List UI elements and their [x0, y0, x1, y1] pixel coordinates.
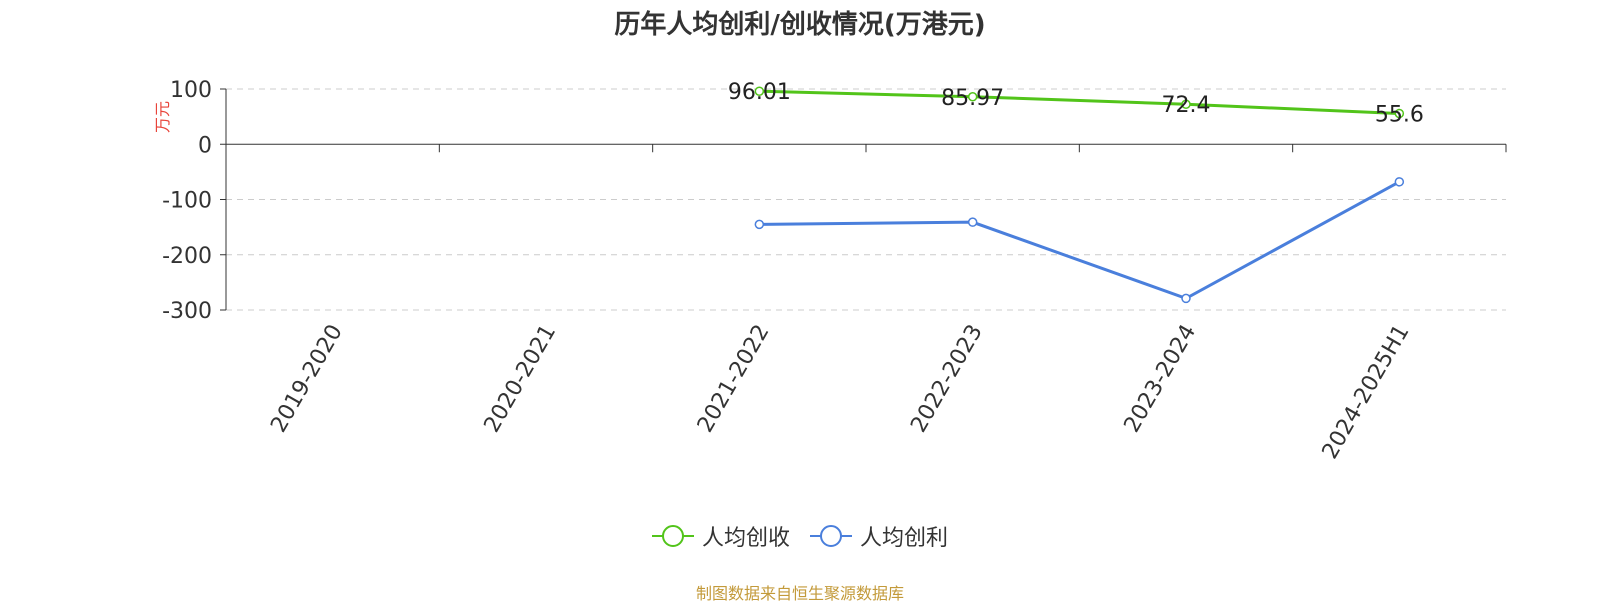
data-point — [967, 92, 978, 102]
y-tick-label: -200 — [162, 244, 212, 269]
data-point — [754, 86, 765, 96]
y-tick-label: 100 — [170, 78, 212, 103]
data-label: 85.97 — [941, 86, 1004, 111]
x-tick-label: 2020-2021 — [480, 321, 562, 437]
y-tick-label: -100 — [162, 189, 212, 214]
data-point — [1181, 293, 1191, 304]
legend: 人均创收 人均创利 — [0, 520, 1600, 552]
data-point — [754, 219, 765, 230]
chart-title: 历年人均创利/创收情况(万港元) — [614, 10, 986, 40]
legend-item-revenue[interactable]: 人均创收 — [651, 520, 790, 552]
x-tick-label: 2024-2025H1 — [1318, 321, 1415, 464]
data-point — [1181, 99, 1191, 109]
x-tick-label: 2023-2024 — [1120, 321, 1202, 437]
series-line — [759, 180, 1401, 301]
x-tick-label: 2021-2022 — [693, 321, 775, 437]
y-axis-label: 万元 — [153, 101, 172, 133]
data-point — [1394, 108, 1405, 119]
legend-marker-profit — [810, 525, 852, 547]
legend-label-revenue: 人均创收 — [701, 526, 790, 551]
data-label: 55.6 — [1375, 103, 1424, 128]
y-tick-label: -300 — [162, 299, 212, 324]
data-label: 96.01 — [728, 80, 791, 105]
x-tick-label: 2019-2020 — [266, 321, 348, 437]
legend-item-profit[interactable]: 人均创利 — [810, 520, 948, 552]
data-point — [1394, 177, 1405, 187]
data-label: 72.4 — [1162, 93, 1211, 118]
series-line — [759, 89, 1400, 116]
y-tick-label: 0 — [198, 133, 212, 158]
x-tick-label: 2022-2023 — [906, 321, 988, 437]
legend-label-profit: 人均创利 — [860, 526, 949, 551]
legend-marker-revenue — [651, 525, 694, 547]
data-point — [967, 217, 978, 227]
data-source-note: 制图数据来自恒生聚源数据库 — [695, 584, 904, 603]
